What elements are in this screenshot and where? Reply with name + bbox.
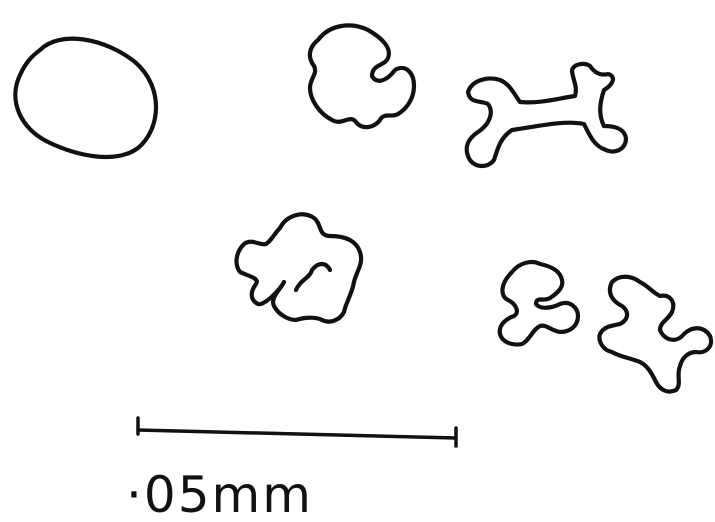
branched-cell-right-outline: [600, 277, 712, 392]
scale-bar-label: ·05mm: [126, 466, 313, 522]
branched-cell-outline: [467, 64, 626, 166]
oval-cell-outline: [15, 39, 156, 157]
lobed-cell-outline: [310, 25, 414, 127]
scale-bar-line: [138, 430, 456, 438]
flower-cell-outline: [237, 214, 362, 321]
small-lobed-cell-outline: [500, 262, 578, 344]
flower-cell-inner-fold: [296, 264, 330, 290]
